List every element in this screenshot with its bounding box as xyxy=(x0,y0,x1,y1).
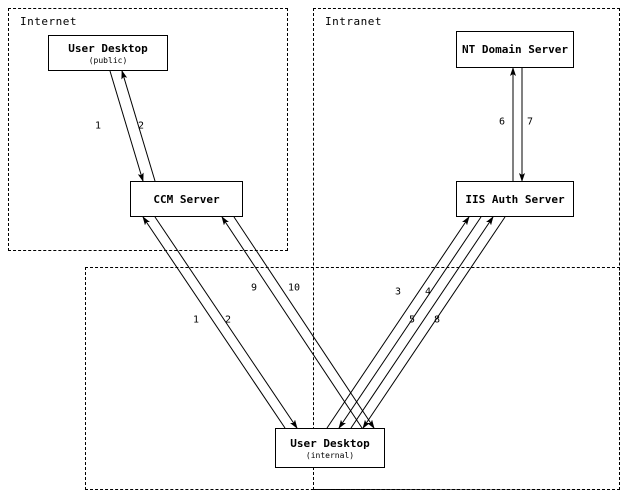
zone-label-internet: Internet xyxy=(20,15,77,28)
node-subtitle: (internal) xyxy=(305,450,355,460)
node-title: NT Domain Server xyxy=(462,43,568,56)
edge-step-label: 8 xyxy=(433,314,441,326)
edge-step-label: 1 xyxy=(94,120,102,132)
edge-step-label: 1 xyxy=(192,314,200,326)
edge-step-label: 10 xyxy=(287,282,301,294)
node-iis-auth-server[interactable]: IIS Auth Server xyxy=(456,181,574,217)
node-user-desktop-internal[interactable]: User Desktop (internal) xyxy=(275,428,385,468)
edge-e1b xyxy=(142,216,286,429)
edge-e1 xyxy=(109,70,144,182)
node-nt-domain-server[interactable]: NT Domain Server xyxy=(456,31,574,68)
node-user-desktop-public[interactable]: User Desktop (public) xyxy=(48,35,168,71)
edge-step-label: 3 xyxy=(394,286,402,298)
node-subtitle: (public) xyxy=(88,55,128,65)
zone-label-intranet: Intranet xyxy=(325,15,382,28)
edge-e4 xyxy=(338,216,482,429)
node-title: User Desktop xyxy=(290,436,370,450)
edge-e8 xyxy=(362,216,506,429)
edge-step-label: 2 xyxy=(137,120,145,132)
edge-e10 xyxy=(233,216,375,429)
edge-step-label: 7 xyxy=(526,116,534,128)
edge-step-label: 2 xyxy=(224,314,232,326)
edge-e9 xyxy=(221,216,363,429)
zone-internal-network xyxy=(85,267,620,490)
edge-step-label: 4 xyxy=(424,286,432,298)
edge-e3 xyxy=(326,216,470,429)
edge-e2 xyxy=(121,70,156,182)
edge-e2b xyxy=(154,216,298,429)
zone-internet xyxy=(8,8,288,251)
edge-step-label: 6 xyxy=(498,116,506,128)
edge-e5 xyxy=(350,216,494,429)
edge-step-label: 5 xyxy=(408,314,416,326)
node-title: User Desktop xyxy=(68,41,148,55)
node-ccm-server[interactable]: CCM Server xyxy=(130,181,243,217)
node-title: IIS Auth Server xyxy=(465,192,565,206)
edge-step-label: 9 xyxy=(250,282,258,294)
node-title: CCM Server xyxy=(153,192,220,206)
